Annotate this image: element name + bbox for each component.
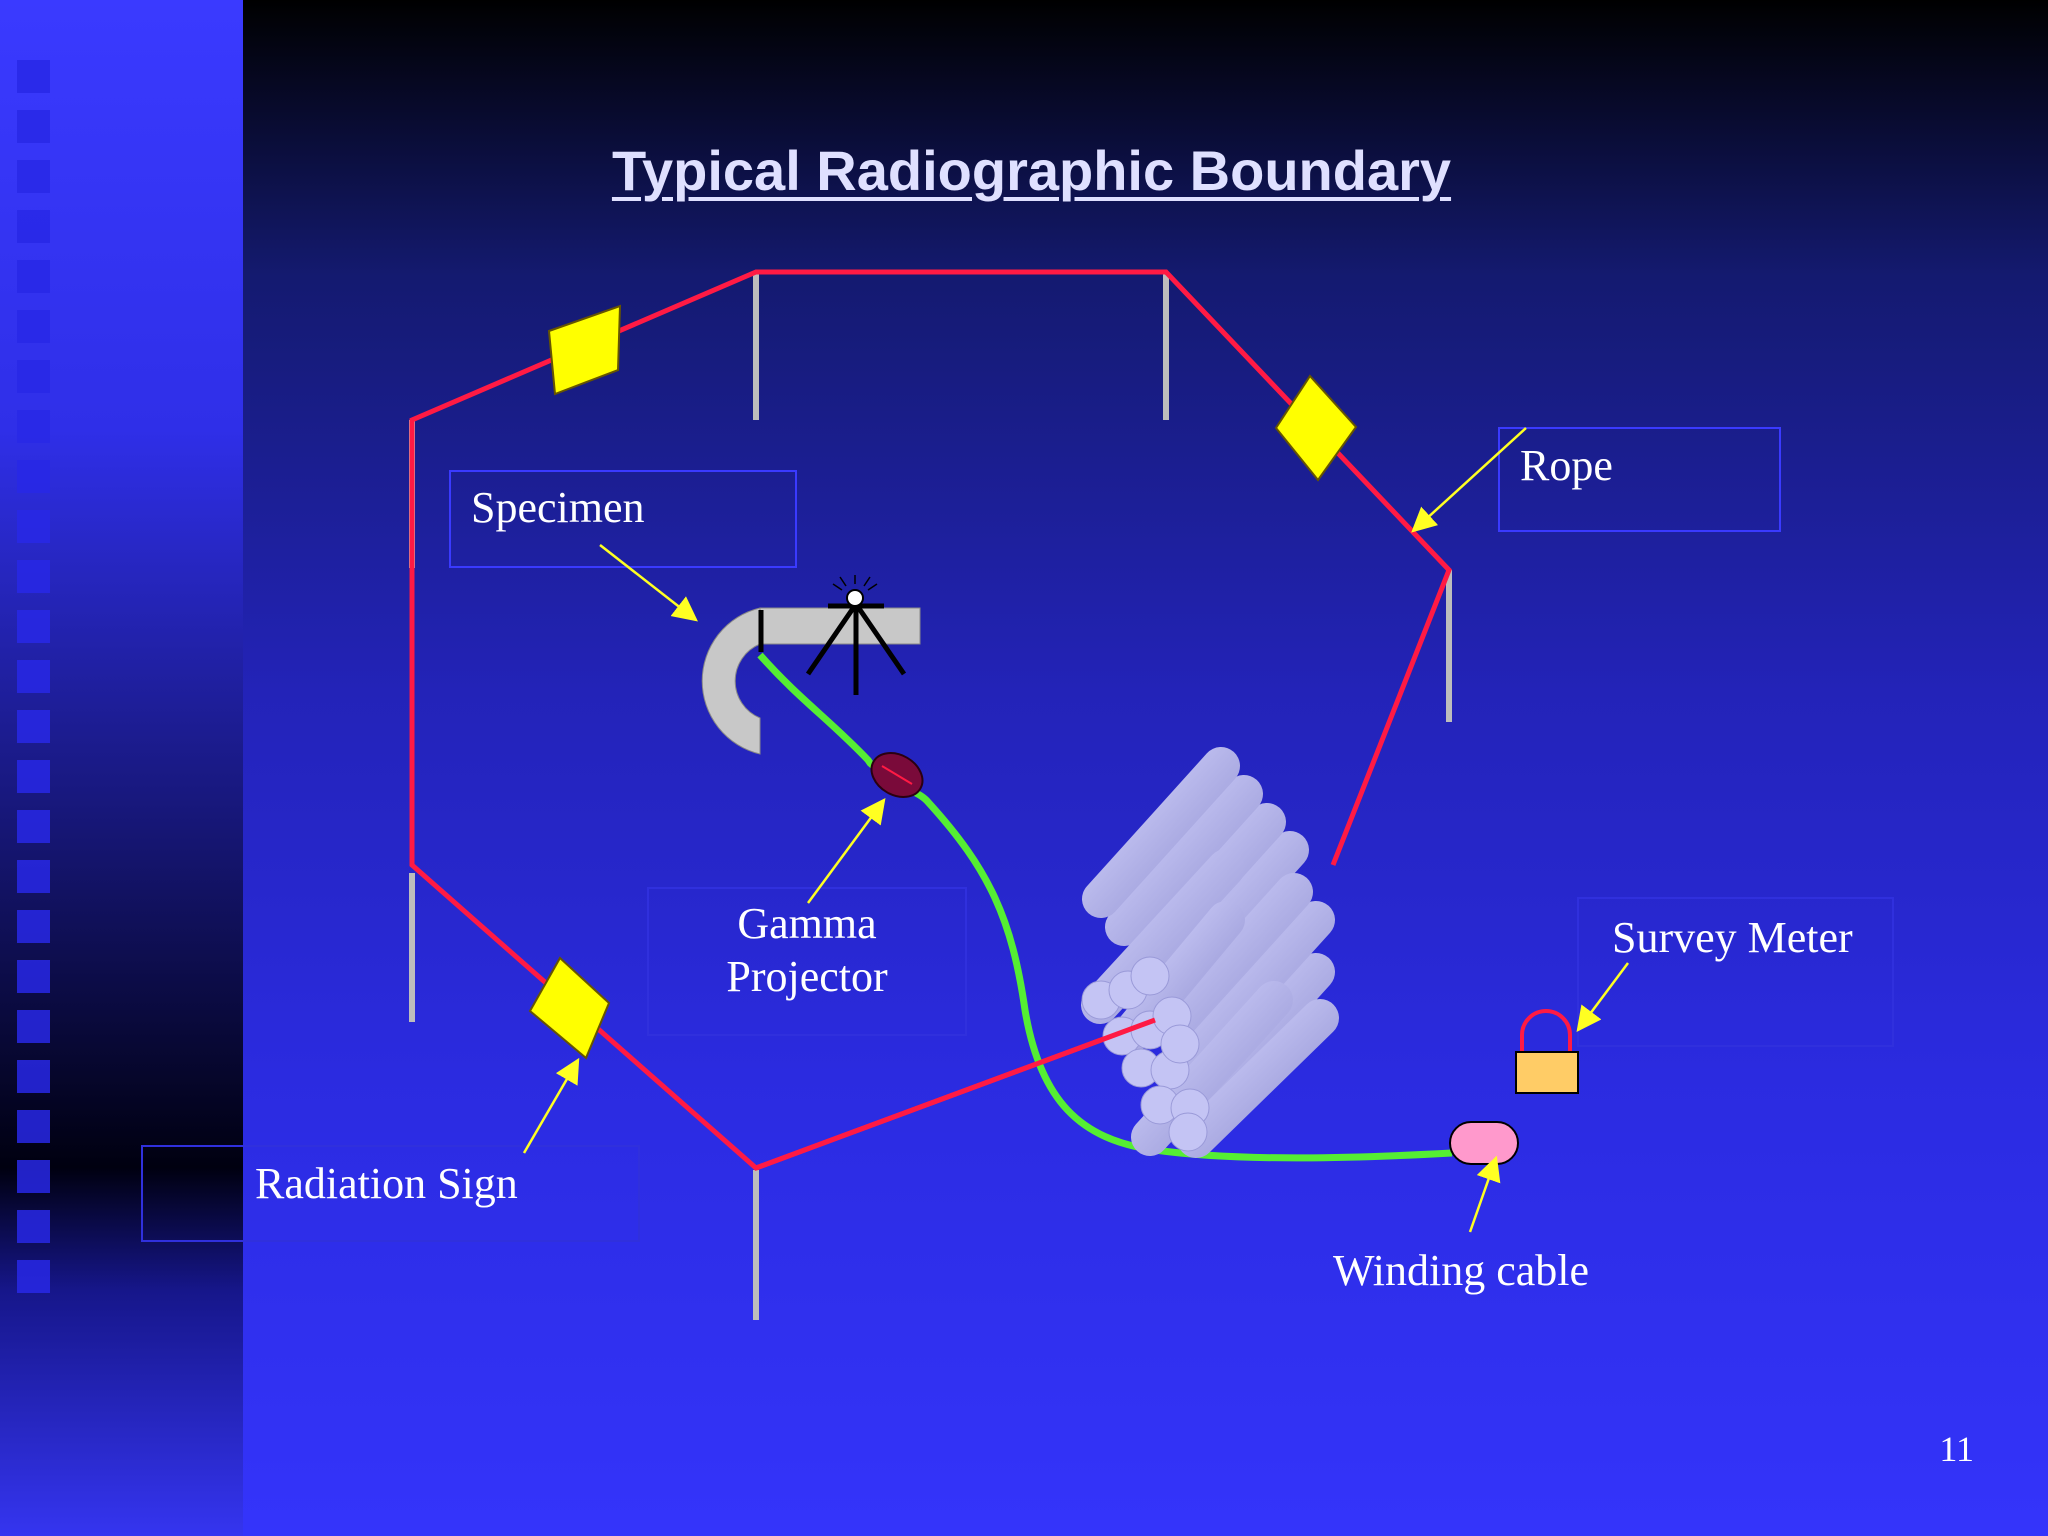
sidebar-decoration (0, 0, 243, 1536)
sidebar-square (17, 560, 50, 593)
specimen-arrow (599, 544, 698, 622)
radiation-sign-label: Radiation Sign (255, 1159, 518, 1208)
sidebar-square (17, 1010, 50, 1043)
sidebar-square (17, 1060, 50, 1093)
gamma-projector-label-line1: Gamma (737, 899, 877, 948)
radiation-sign-top-right (1274, 374, 1358, 482)
rope-arrow (1411, 427, 1527, 533)
radiation-sign-bottom-left (528, 956, 611, 1060)
sidebar-square (17, 310, 50, 343)
gamma-projector-label-line2: Projector (726, 951, 888, 1001)
sidebar-square (17, 360, 50, 393)
gamma-projector-label-box (647, 887, 967, 1036)
specimen-elbow (701, 607, 921, 755)
gamma-projector (870, 752, 924, 798)
sidebar-square (17, 210, 50, 243)
sidebar-square (17, 710, 50, 743)
slide-title: Typical Radiographic Boundary (611, 139, 1452, 202)
source-icon (832, 575, 878, 607)
rope-segment (755, 1017, 1156, 1171)
gamma-projector-arrow (806, 797, 886, 904)
radiation-sign-arrow (522, 1057, 580, 1154)
sidebar-square (17, 1160, 50, 1193)
sidebar-square (17, 1260, 50, 1293)
rope-label: Rope (1520, 441, 1613, 490)
sidebar-square (17, 110, 50, 143)
winding-crank (1449, 1121, 1519, 1165)
winding-cable-arrow (1468, 1155, 1501, 1233)
sidebar-square (17, 860, 50, 893)
winding-cable-label: Winding cable (1333, 1246, 1590, 1295)
callout-arrows (522, 427, 1630, 1233)
sidebar-square (17, 610, 50, 643)
sidebar-square (17, 160, 50, 193)
guide-tube-cable (757, 652, 1453, 1162)
pipe-bundle (1081, 747, 1339, 1158)
gamma-projector-label: Gamma Projector (648, 898, 966, 1004)
page-number: 11 (1939, 1429, 1974, 1469)
sidebar-square (17, 460, 50, 493)
survey-meter-arrow (1576, 962, 1630, 1033)
radiation-sign-label-box (141, 1145, 640, 1242)
sidebar-square (17, 660, 50, 693)
specimen-label-box (449, 470, 797, 568)
survey-meter-label-box (1577, 897, 1894, 1047)
sidebar-square (17, 760, 50, 793)
sidebar-square (17, 1210, 50, 1243)
sidebar-square (17, 810, 50, 843)
sidebar-square (17, 910, 50, 943)
radiation-sign-top-left (547, 304, 622, 396)
sidebar-square (17, 960, 50, 993)
rope-label-box (1498, 427, 1781, 532)
specimen-label: Specimen (471, 483, 645, 532)
source-tripod-icon (758, 602, 907, 695)
sidebar-square (17, 510, 50, 543)
sidebar-square (17, 60, 50, 93)
sidebar-square (17, 1110, 50, 1143)
survey-meter-icon (1515, 1009, 1579, 1094)
survey-meter-label: Survey Meter (1612, 913, 1853, 962)
sidebar-square (17, 410, 50, 443)
sidebar-square (17, 260, 50, 293)
